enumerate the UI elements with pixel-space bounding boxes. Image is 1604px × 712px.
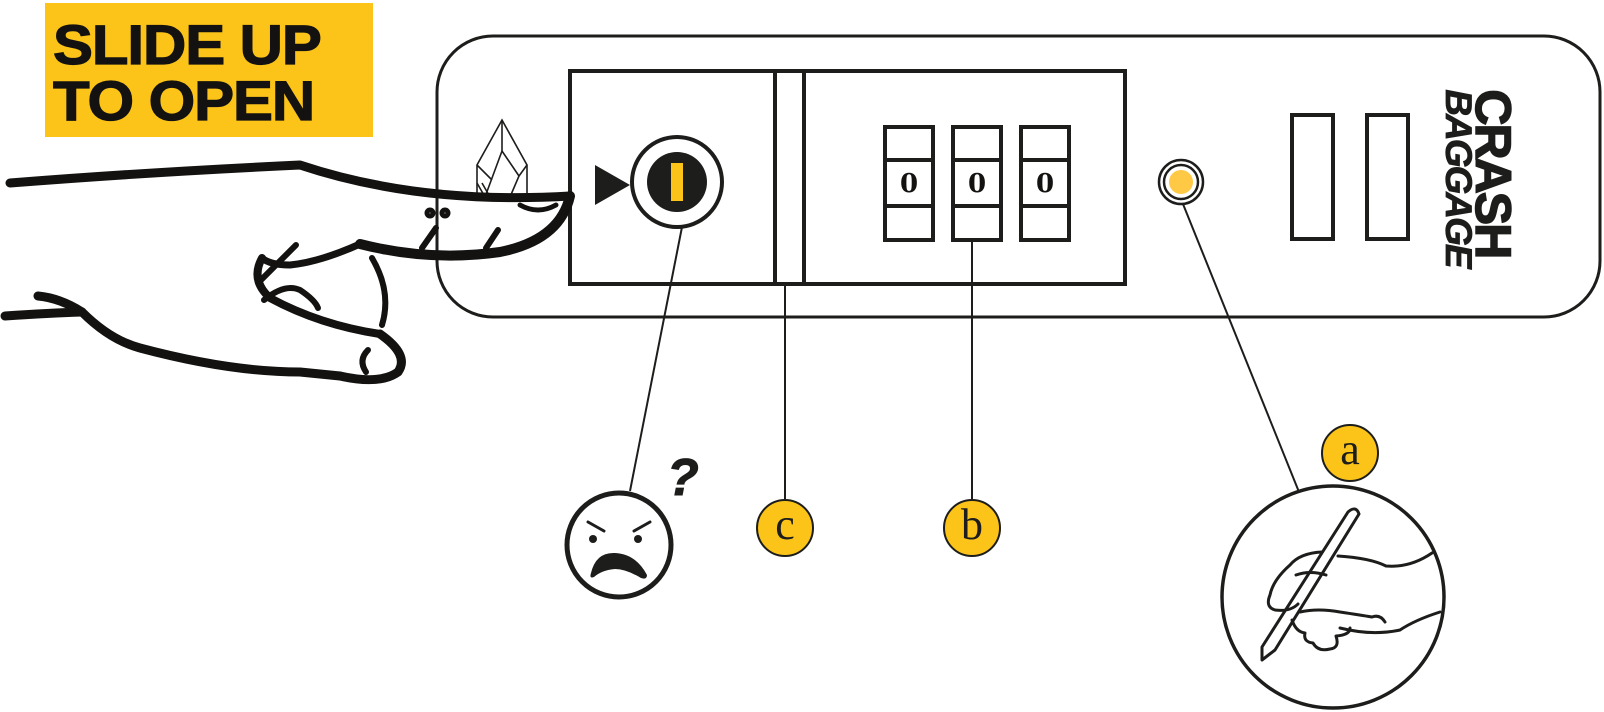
frustrated-face-icon — [564, 490, 674, 600]
label-line-1: SLIDE UP — [52, 13, 322, 76]
question-mark: ? — [667, 449, 700, 508]
key-slot-right — [1365, 113, 1410, 241]
combination-dials[interactable] — [883, 125, 1071, 242]
dial-3-value: 0 — [1035, 169, 1055, 199]
dial-2 — [951, 125, 1003, 242]
hand-writing-icon — [1220, 484, 1446, 710]
slide-up-label: SLIDE UP TO OPEN — [45, 3, 373, 137]
brand-line-1: CRASH — [1464, 89, 1522, 258]
callout-letter-a: a — [1340, 425, 1360, 474]
dial-1-value: 0 — [899, 169, 919, 199]
slider-knob[interactable] — [630, 135, 724, 229]
key-slot-left — [1290, 113, 1335, 241]
slide-arrow-icon — [595, 165, 630, 205]
dial-1 — [883, 125, 935, 242]
dial-3 — [1019, 125, 1071, 242]
callout-badge-b — [943, 499, 1001, 557]
callout-badge-a — [1321, 424, 1379, 482]
leader-knob-to-face — [629, 226, 683, 492]
knob-indicator — [671, 163, 683, 201]
status-led — [1157, 158, 1205, 206]
brand-logo: CRASH BAGGAGE — [1438, 89, 1522, 267]
callout-badge-c — [756, 499, 814, 557]
callout-letter-c: c — [775, 500, 795, 549]
label-line-2: TO OPEN — [52, 69, 315, 132]
gem-lock-icon — [476, 118, 528, 198]
dial-2-value: 0 — [967, 169, 987, 199]
callout-letter-b: b — [961, 500, 983, 549]
leader-a — [1182, 203, 1300, 493]
